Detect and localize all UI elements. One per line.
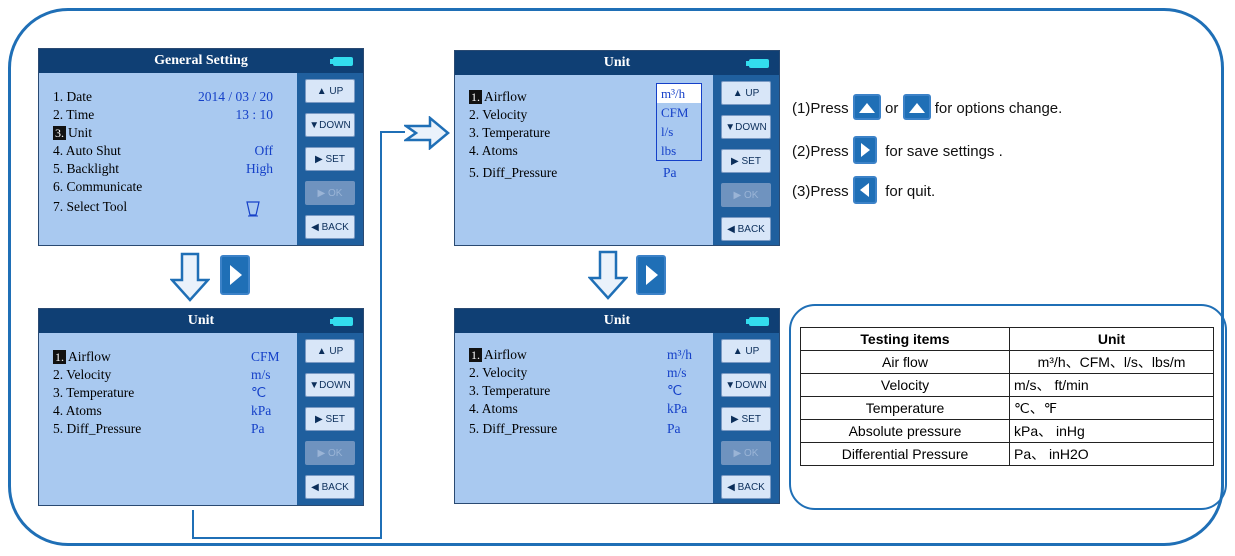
- ok-button[interactable]: ▶ OK: [305, 441, 355, 465]
- battery-icon: [330, 57, 353, 66]
- table-row: Temperature℃、℉: [800, 396, 1214, 420]
- back-button[interactable]: ◀ BACK: [305, 215, 355, 239]
- down-button[interactable]: ▼DOWN: [721, 373, 771, 397]
- connector-line: [192, 131, 405, 539]
- option-item[interactable]: m³/h: [657, 84, 701, 103]
- instruction-3: (3)Press for quit.: [792, 176, 935, 206]
- unit-screen-options: Unit 1.Airflow 2. Velocity 3. Temperatur…: [454, 50, 780, 246]
- screen-title: Unit: [455, 51, 779, 75]
- down-button[interactable]: ▼DOWN: [305, 113, 355, 137]
- up-icon: [902, 94, 931, 120]
- button-column: ▲ UP ▼DOWN ▶ SET ▶ OK ◀ BACK: [713, 75, 779, 245]
- option-item[interactable]: CFM: [661, 105, 689, 120]
- ok-button[interactable]: ▶ OK: [721, 183, 771, 207]
- ok-button[interactable]: ▶ OK: [305, 181, 355, 205]
- screen-title: Unit: [39, 309, 363, 333]
- back-button[interactable]: ◀ BACK: [721, 475, 771, 499]
- screen-title: Unit: [455, 309, 779, 333]
- button-column: ▲ UP ▼DOWN ▶ SET ▶ OK ◀ BACK: [297, 73, 363, 245]
- back-button[interactable]: ◀ BACK: [721, 217, 771, 241]
- set-button[interactable]: ▶ SET: [721, 149, 771, 173]
- set-icon: [220, 255, 250, 295]
- battery-icon: [746, 59, 769, 68]
- screen-title: General Setting: [39, 49, 363, 73]
- set-icon: [636, 255, 666, 295]
- up-button[interactable]: ▲ UP: [721, 81, 771, 105]
- down-arrow: [170, 252, 210, 302]
- tool-icon: [246, 201, 260, 217]
- ok-button[interactable]: ▶ OK: [721, 441, 771, 465]
- set-button[interactable]: ▶ SET: [721, 407, 771, 431]
- instruction-2: (2)Press for save settings .: [792, 136, 1003, 166]
- option-item[interactable]: lbs: [661, 143, 677, 158]
- button-column: ▲ UP ▼DOWN ▶ SET ▶ OK ◀ BACK: [713, 333, 779, 503]
- battery-icon: [330, 317, 353, 326]
- battery-icon: [746, 317, 769, 326]
- option-item[interactable]: l/s: [661, 124, 674, 139]
- unit-options-list[interactable]: m³/h CFM l/s lbs: [656, 83, 702, 161]
- up-button[interactable]: ▲ UP: [305, 339, 355, 363]
- set-icon: [852, 136, 877, 164]
- instruction-1: (1)Press or for options change.: [792, 94, 1062, 122]
- back-icon: [852, 176, 877, 204]
- down-arrow: [588, 250, 628, 300]
- down-button[interactable]: ▼DOWN: [305, 373, 355, 397]
- set-button[interactable]: ▶ SET: [305, 407, 355, 431]
- up-button[interactable]: ▲ UP: [305, 79, 355, 103]
- down-button[interactable]: ▼DOWN: [721, 115, 771, 139]
- outer-frame: [8, 8, 1224, 546]
- up-button[interactable]: ▲ UP: [721, 339, 771, 363]
- up-icon: [852, 94, 881, 120]
- back-button[interactable]: ◀ BACK: [305, 475, 355, 499]
- right-arrow: [404, 116, 450, 150]
- table-header-row: Testing items Unit: [800, 327, 1214, 351]
- header-testing-items: Testing items: [800, 327, 1010, 351]
- button-column: ▲ UP ▼DOWN ▶ SET ▶ OK ◀ BACK: [297, 333, 363, 505]
- units-table-frame: [789, 304, 1227, 510]
- set-button[interactable]: ▶ SET: [305, 147, 355, 171]
- header-unit: Unit: [1009, 327, 1214, 351]
